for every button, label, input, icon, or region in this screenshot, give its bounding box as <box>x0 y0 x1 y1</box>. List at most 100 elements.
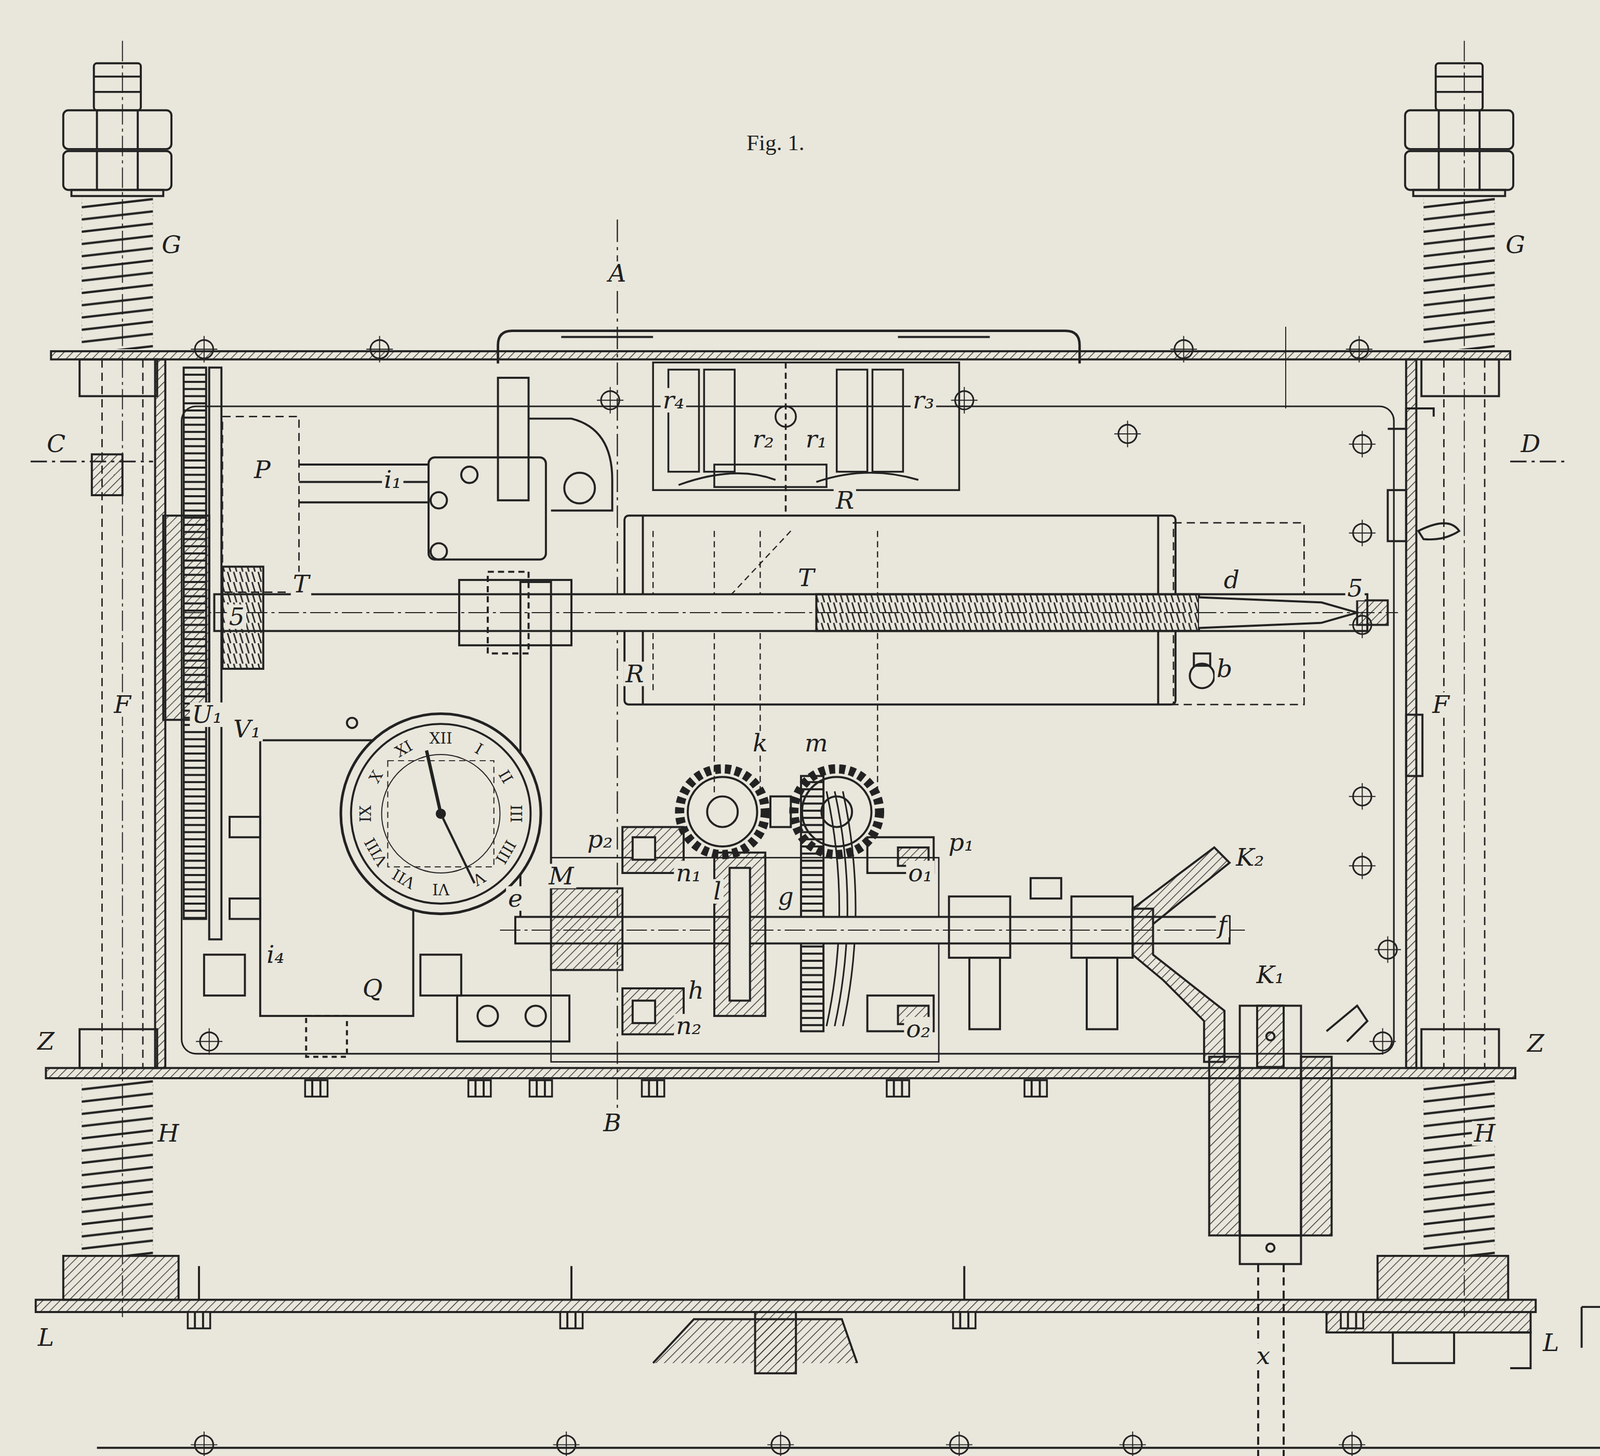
housing-frame-part <box>30 460 154 463</box>
part-letter: Z <box>1525 1031 1547 1056</box>
fasteners-part <box>190 335 218 363</box>
drive-train-part <box>430 542 447 559</box>
gear-mechanism-part <box>714 852 766 1016</box>
left-spring-column-part <box>142 359 144 1069</box>
left-spring-column-part <box>79 359 157 397</box>
fasteners-part <box>1374 936 1402 963</box>
recording-drum-part <box>487 571 529 653</box>
fasteners-part <box>468 1080 491 1097</box>
gear-mechanism-part <box>687 776 758 847</box>
fasteners-part <box>187 1311 210 1328</box>
right-spring-column-part <box>1405 110 1514 150</box>
fasteners-part <box>596 387 624 414</box>
part-letter: n₂ <box>673 1013 704 1038</box>
relay-block-part <box>775 406 796 427</box>
part-letter: l <box>711 878 724 904</box>
part-letter: F <box>111 691 133 717</box>
part-letter: P <box>251 457 273 482</box>
gear-mechanism-part <box>551 887 623 970</box>
part-letter: x <box>1254 1343 1273 1368</box>
right-spring-column-part <box>1392 1331 1455 1363</box>
left-spring-column-part <box>136 110 139 150</box>
clock-numeral: IX <box>358 805 374 823</box>
recording-drum-part <box>713 530 715 797</box>
recording-drum-part <box>183 611 1398 613</box>
housing-frame-part <box>1406 714 1423 776</box>
part-letter: e <box>505 886 525 911</box>
left-spring-column-part <box>91 454 123 496</box>
clock-part <box>387 760 494 867</box>
part-letter: U₁ <box>189 702 225 727</box>
part-letter: V₁ <box>231 716 263 741</box>
housing-frame-part <box>1510 460 1567 463</box>
part-letter: G <box>159 232 184 258</box>
drive-train-part <box>305 1015 348 1057</box>
gear-mechanism-part <box>1266 1243 1275 1252</box>
left-spring-column-part <box>81 1080 153 1256</box>
drive-train-part <box>564 472 595 504</box>
drive-train-part <box>299 480 429 483</box>
clock-part <box>347 717 358 728</box>
right-spring-column-part <box>1478 110 1481 150</box>
housing-frame-part <box>35 1299 1536 1312</box>
fasteners-part <box>197 1265 200 1300</box>
gear-mechanism <box>499 768 1368 1456</box>
part-letter: D <box>1518 431 1543 457</box>
fasteners-part <box>1349 430 1376 458</box>
housing-frame-part <box>181 406 1395 1054</box>
clock-part <box>351 723 531 904</box>
clock-numeral: III <box>507 804 523 823</box>
right-spring-column-part <box>1478 151 1481 191</box>
drive-train-part <box>528 418 612 511</box>
fasteners-part <box>1340 1311 1364 1328</box>
fasteners-part <box>1170 335 1197 363</box>
drive-train-part <box>209 367 222 939</box>
gear-mechanism-part <box>1266 1032 1275 1041</box>
left-spring-column-part <box>63 1255 179 1300</box>
part-letter: R <box>623 661 646 686</box>
relay-block-part <box>714 464 827 487</box>
part-letter: n₁ <box>673 860 704 885</box>
housing-frame-part <box>45 1067 1516 1078</box>
part-letter: C <box>44 431 68 457</box>
part-letter: i₄ <box>264 942 287 967</box>
gear-mechanism-part <box>729 867 750 1000</box>
part-letter: G <box>1503 232 1528 258</box>
clock-part <box>340 713 541 914</box>
right-spring-column-part <box>1484 359 1486 1069</box>
part-letter: H <box>1472 1121 1498 1146</box>
fasteners-part <box>1349 611 1376 638</box>
right-spring-column-part <box>1435 90 1483 93</box>
part-letter: k <box>750 730 770 756</box>
housing-frame-part <box>1387 489 1406 541</box>
fasteners-part <box>529 1080 552 1097</box>
gear-mechanism-part <box>632 1000 656 1023</box>
gear-mechanism-part <box>1071 896 1133 958</box>
clock-part <box>381 754 501 873</box>
drive-train-part <box>204 954 246 996</box>
housing-frame-part <box>616 219 618 1123</box>
drive-train-part <box>525 1005 546 1026</box>
right-spring-column-part <box>1326 1311 1531 1332</box>
gear-mechanism-part <box>1086 957 1118 1030</box>
drive-train-part <box>461 466 478 483</box>
drive-train-part <box>299 501 429 504</box>
fasteners-part <box>1349 519 1376 546</box>
drive-train-part <box>222 566 264 669</box>
part-letter: M <box>546 863 576 888</box>
gear-mechanism-part <box>1209 1056 1240 1236</box>
part-letter: T <box>290 571 312 596</box>
fasteners-part <box>366 335 393 363</box>
right-spring-column-part <box>1423 1080 1495 1256</box>
recording-drum-part <box>1189 663 1215 688</box>
part-letter: F <box>1430 691 1452 717</box>
gear-mechanism-part <box>826 791 856 1026</box>
gear-mechanism-part <box>707 796 738 828</box>
recording-drum-part <box>459 579 572 646</box>
fasteners-part <box>190 1431 218 1456</box>
clock-part <box>436 809 446 818</box>
right-spring-column-part <box>1405 151 1514 191</box>
housing-frame-part <box>1387 408 1434 429</box>
right-spring-column-part <box>1413 189 1506 196</box>
